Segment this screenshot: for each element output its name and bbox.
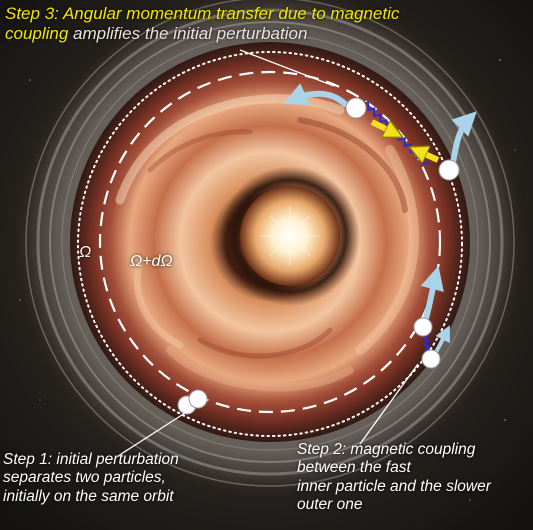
step1-group: [177, 389, 208, 415]
step1-pointer-line: [117, 412, 186, 457]
step2-line: inner particle and the slower: [297, 477, 491, 495]
particle-circle-icon: [413, 317, 433, 337]
particle-circle-icon: [421, 349, 441, 369]
curved-arrow-icon: [283, 83, 348, 107]
yellow-force-arrow-icon: [370, 119, 396, 134]
step2-caption: Step 2: magnetic coupling between the fa…: [297, 441, 491, 514]
step2-pointer-line: [359, 363, 419, 445]
orbit-label-omega-domega: Ω+dΩ: [130, 253, 173, 270]
step1-caption: Step 1: initial perturbation separates t…: [3, 451, 179, 506]
step3-line2-rest: amplifies the initial perturbation: [68, 24, 308, 44]
halo-rings: [25, 0, 515, 487]
step2-group: [413, 265, 450, 369]
step1-line: separates two particles,: [3, 469, 166, 487]
particle-circle-icon: [438, 159, 460, 181]
step2-line: between the fast: [297, 459, 411, 477]
step1-line: Step 1: initial perturbation: [3, 451, 179, 468]
particle-circle-icon: [188, 389, 208, 409]
curved-arrow-icon: [434, 325, 450, 354]
step3-caption: Step 3: Angular momentum transfer due to…: [5, 4, 399, 44]
inner-orbit-omega-d: [98, 70, 442, 414]
outer-orbit-omega: [77, 51, 463, 437]
step1-line: initially on the same orbit: [3, 487, 174, 505]
curved-arrow-icon: [420, 265, 444, 325]
orbit-label-omega: Ω: [79, 244, 92, 261]
step2-line: outer one: [297, 495, 363, 513]
step3-line1: Step 3: Angular momentum transfer due to…: [5, 4, 400, 23]
core-rays: [260, 206, 320, 266]
particle-circle-icon: [345, 97, 367, 119]
yellow-force-arrow-icon: [416, 150, 440, 160]
step3-group: [283, 83, 477, 181]
step3-line2-highlight: coupling: [5, 24, 69, 44]
step3-pointer-line: [239, 49, 335, 87]
step2-line: Step 2: magnetic coupling: [297, 441, 476, 458]
